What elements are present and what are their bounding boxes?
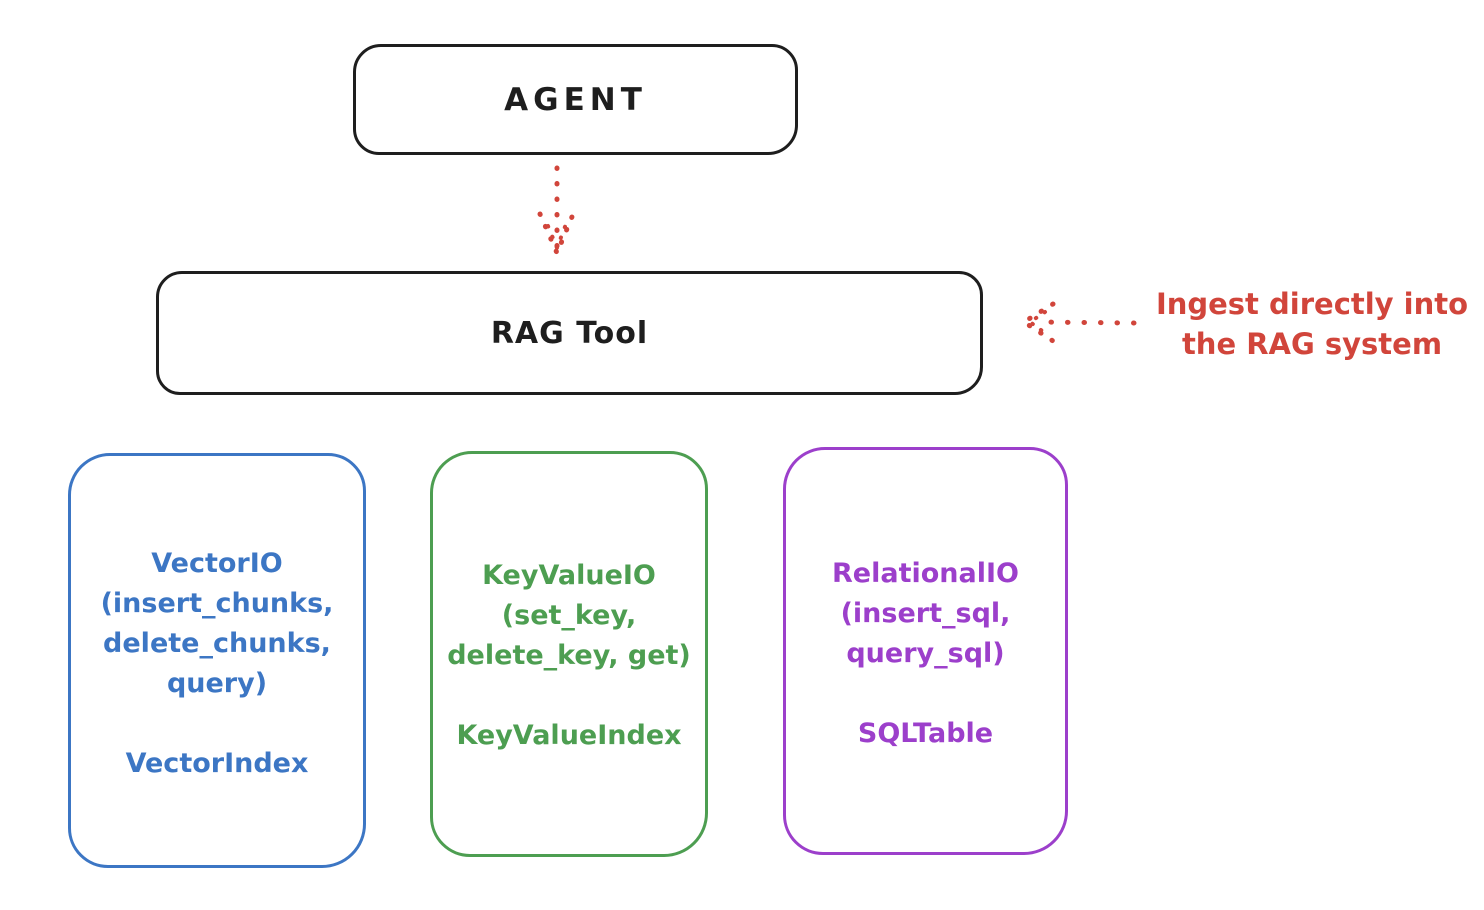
sqltable-label: SQLTable: [857, 718, 994, 749]
annotation-line-1: Ingest directly into: [1155, 287, 1469, 321]
keyvalue-index-label: KeyValueIndex: [456, 720, 682, 751]
keyvalue-io-box: KeyValueIO (set_key, delete_key, get) Ke…: [430, 451, 708, 857]
vector-index-label: VectorIndex: [125, 748, 309, 779]
vector-io-box: VectorIO (insert_chunks, delete_chunks, …: [68, 453, 366, 868]
rag-tool-box: RAG Tool: [156, 271, 983, 395]
vector-io-method-line: delete_chunks,: [103, 628, 331, 659]
relational-io-method-line: (insert_sql,: [840, 598, 1011, 629]
vector-io-title: VectorIO: [151, 548, 283, 579]
agent-label: AGENT: [504, 81, 647, 118]
rag-tool-label: RAG Tool: [490, 315, 649, 351]
relational-io-title: RelationalIO: [832, 558, 1019, 589]
vector-io-method-line: query): [166, 668, 268, 699]
relational-io-box: RelationalIO (insert_sql, query_sql) SQL…: [783, 447, 1068, 855]
agent-box: AGENT: [353, 44, 798, 155]
keyvalue-io-method-line: delete_key, get): [447, 640, 691, 671]
relational-io-method-line: query_sql): [846, 638, 1005, 669]
keyvalue-io-method-line: (set_key,: [501, 600, 637, 631]
keyvalue-io-title: KeyValueIO: [482, 560, 656, 591]
annotation-line-2: the RAG system: [1181, 327, 1443, 361]
arrow-agent-to-rag-icon: [537, 165, 577, 260]
vector-io-method-line: (insert_chunks,: [100, 588, 334, 619]
annotation-text: Ingest directly into the RAG system: [1140, 284, 1484, 364]
arrow-annotation-to-rag-icon: [1019, 301, 1137, 344]
